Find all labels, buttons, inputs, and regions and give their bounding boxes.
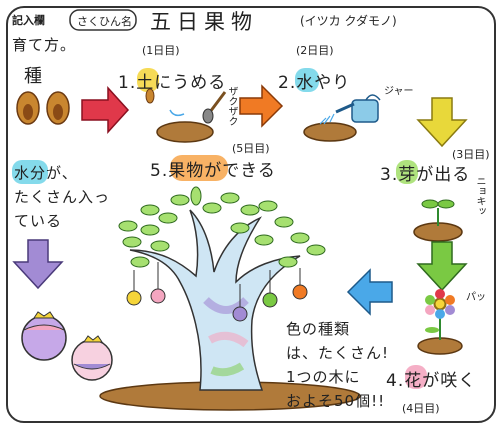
highlight-flower <box>405 365 427 389</box>
step-4-day: (4日目) <box>402 402 440 415</box>
step-2-label: 2.水やり <box>278 73 351 93</box>
arrow-down-green-icon <box>416 241 468 292</box>
highlight-soil <box>137 68 159 92</box>
seed-label: 種 <box>24 66 43 87</box>
soil-mound-icon <box>145 88 227 143</box>
step-2-day: (2日目) <box>296 44 334 57</box>
sfx-bloom: パッ <box>466 292 486 303</box>
arrow-right-orange-icon <box>239 84 284 128</box>
colors-note-line1: 色の種類 <box>286 320 351 338</box>
arrow-left-blue-icon <box>346 268 393 316</box>
colors-note-line2: は、たくさん! <box>286 344 390 362</box>
name-label-box <box>69 9 137 31</box>
step-1-label: 1.土にうめる <box>118 73 227 93</box>
name-label: さくひん名 <box>77 15 132 28</box>
step-5-label: 5.果物ができる <box>150 161 276 181</box>
flower-icon <box>417 289 463 355</box>
arrow-right-red-icon <box>81 86 130 134</box>
highlight-water-content <box>12 160 48 184</box>
fruit-icon <box>21 311 113 381</box>
sprout-icon <box>413 199 463 242</box>
watering-can-icon <box>303 94 381 142</box>
how-to-heading: 育て方。 <box>12 36 77 54</box>
step-4-label: 4.花が咲く <box>386 371 477 391</box>
water-note-line3: ている <box>14 212 63 230</box>
step-3-day: (3日目) <box>452 148 490 161</box>
highlight-water <box>295 68 319 92</box>
highlight-fruit <box>170 155 228 181</box>
step-5-day: (5日目) <box>232 142 270 155</box>
card-frame <box>6 6 496 423</box>
count-note-line1: 1つの木に <box>286 368 361 386</box>
count-note-line2: およそ50個!! <box>286 392 386 410</box>
sfx-water: ジャー <box>384 86 414 97</box>
arrow-down-yellow-icon <box>416 97 468 148</box>
page-title: 五日果物 <box>150 10 258 34</box>
sfx-dig: ザクザク <box>226 86 237 126</box>
entry-column-label: 記入欄 <box>12 14 45 27</box>
sfx-sprout: ニョキッ <box>474 176 485 216</box>
arrow-down-purple-icon <box>12 239 64 290</box>
seeds-icon <box>16 91 70 125</box>
step-1-day: (1日目) <box>142 44 180 57</box>
water-note-line2: たくさん入っ <box>14 188 111 206</box>
water-note-line1: 水分が、 <box>14 164 78 182</box>
title-reading: (イツカ クダモノ) <box>300 14 397 28</box>
step-3-label: 3.芽が出る <box>380 165 471 185</box>
fruit-tree-icon <box>99 186 361 411</box>
highlight-sprout <box>396 160 418 184</box>
